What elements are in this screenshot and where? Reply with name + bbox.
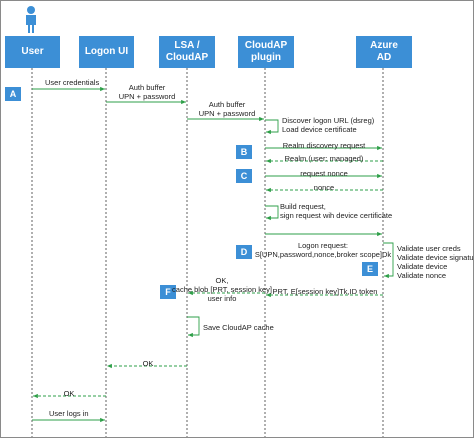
- label-line: Discover logon URL (dsreg): [282, 116, 375, 125]
- label-line: Realm (user: managed): [284, 154, 364, 163]
- label-auth-buffer-2: Auth buffer UPN + password: [199, 100, 255, 118]
- step-badge-f: F: [160, 285, 176, 299]
- arrow-build-self: [265, 205, 279, 221]
- step-badge-c: C: [236, 169, 252, 183]
- label-request-nonce: request nonce: [300, 169, 348, 178]
- label-line: Validate device signature: [397, 253, 474, 262]
- header-lsa-cloudap: LSA / CloudAP: [159, 36, 215, 68]
- header-lsa-line2: CloudAP: [165, 52, 209, 63]
- label-line: OK,: [215, 276, 229, 285]
- label-line: UPN + password: [118, 92, 176, 101]
- label-line: OK: [142, 359, 154, 368]
- header-azure-line2: AD: [376, 52, 392, 63]
- header-lsa-line1: LSA /: [174, 40, 200, 51]
- label-line: user info: [207, 294, 237, 303]
- label-realm-managed: Realm (user: managed): [285, 154, 364, 163]
- label-line: Auth buffer: [128, 83, 166, 92]
- arrow-discover-self: [265, 119, 279, 135]
- header-user: User: [5, 36, 60, 68]
- label-line: Logon request:: [297, 241, 349, 250]
- label-build-request: Build request, sign request wih device c…: [280, 202, 392, 220]
- header-cloudap-line1: CloudAP: [244, 40, 288, 51]
- header-logon-ui: Logon UI: [79, 36, 134, 68]
- label-save-cloudap-cache: Save CloudAP cache: [203, 323, 274, 332]
- label-validate-list: Validate user creds Validate device sign…: [397, 244, 474, 280]
- header-cloudap-line2: plugin: [251, 52, 281, 63]
- label-realm-discovery-request: Realm discovery request: [283, 141, 366, 150]
- label-line: Realm discovery request: [282, 141, 366, 150]
- arrow-save-cache-self: [187, 316, 200, 338]
- label-line: Auth buffer: [208, 100, 246, 109]
- label-line: nonce: [313, 183, 335, 192]
- step-badge-e: E: [362, 262, 378, 276]
- label-line: Validate user creds: [397, 244, 461, 253]
- label-line: cache blob [PRT, session key]: [172, 285, 272, 294]
- label-line: PRT, E[session key]Tk,ID token: [272, 287, 378, 296]
- label-discover-logon-url: Discover logon URL (dsreg) Load device c…: [282, 116, 374, 134]
- label-user-logs-in: User logs in: [49, 409, 89, 418]
- label-nonce: nonce: [314, 183, 334, 192]
- label-line: Build request,: [280, 202, 326, 211]
- label-line: User logs in: [49, 409, 89, 418]
- label-line: Load device certificate: [282, 125, 357, 134]
- label-ok-lsa: OK: [143, 359, 154, 368]
- label-line: UPN + password: [198, 109, 256, 118]
- label-auth-buffer-1: Auth buffer UPN + password: [119, 83, 175, 101]
- label-line: request nonce: [300, 169, 348, 178]
- label-ok-cache-blob: OK, cache blob [PRT, session key] user i…: [172, 276, 272, 303]
- step-badge-d: D: [236, 245, 252, 259]
- label-prt-response: PRT, E[session key]Tk,ID token: [273, 287, 378, 296]
- label-line: S[UPN,password,nonce,broker scope]Dk: [254, 250, 392, 259]
- label-logon-request: Logon request: S[UPN,password,nonce,brok…: [255, 241, 391, 259]
- arrow-validate-self: [383, 242, 394, 279]
- label-line: OK: [63, 389, 75, 398]
- label-line: Save CloudAP cache: [203, 323, 274, 332]
- header-logonui-line1: Logon UI: [84, 46, 129, 57]
- label-line: Validate nonce: [397, 271, 447, 280]
- header-azure-line1: Azure: [370, 40, 398, 51]
- label-ok-logonui: OK: [64, 389, 75, 398]
- header-user-line1: User: [21, 46, 44, 57]
- header-azure-ad: Azure AD: [356, 36, 412, 68]
- label-line: User credentials: [45, 78, 100, 87]
- step-badge-b: B: [236, 145, 252, 159]
- header-cloudap-plugin: CloudAP plugin: [238, 36, 294, 68]
- label-line: Validate device: [397, 262, 448, 271]
- step-badge-a: A: [5, 87, 21, 101]
- label-line: sign request wih device certificate: [280, 211, 393, 220]
- label-user-credentials: User credentials: [45, 78, 99, 87]
- person-icon: [26, 6, 36, 33]
